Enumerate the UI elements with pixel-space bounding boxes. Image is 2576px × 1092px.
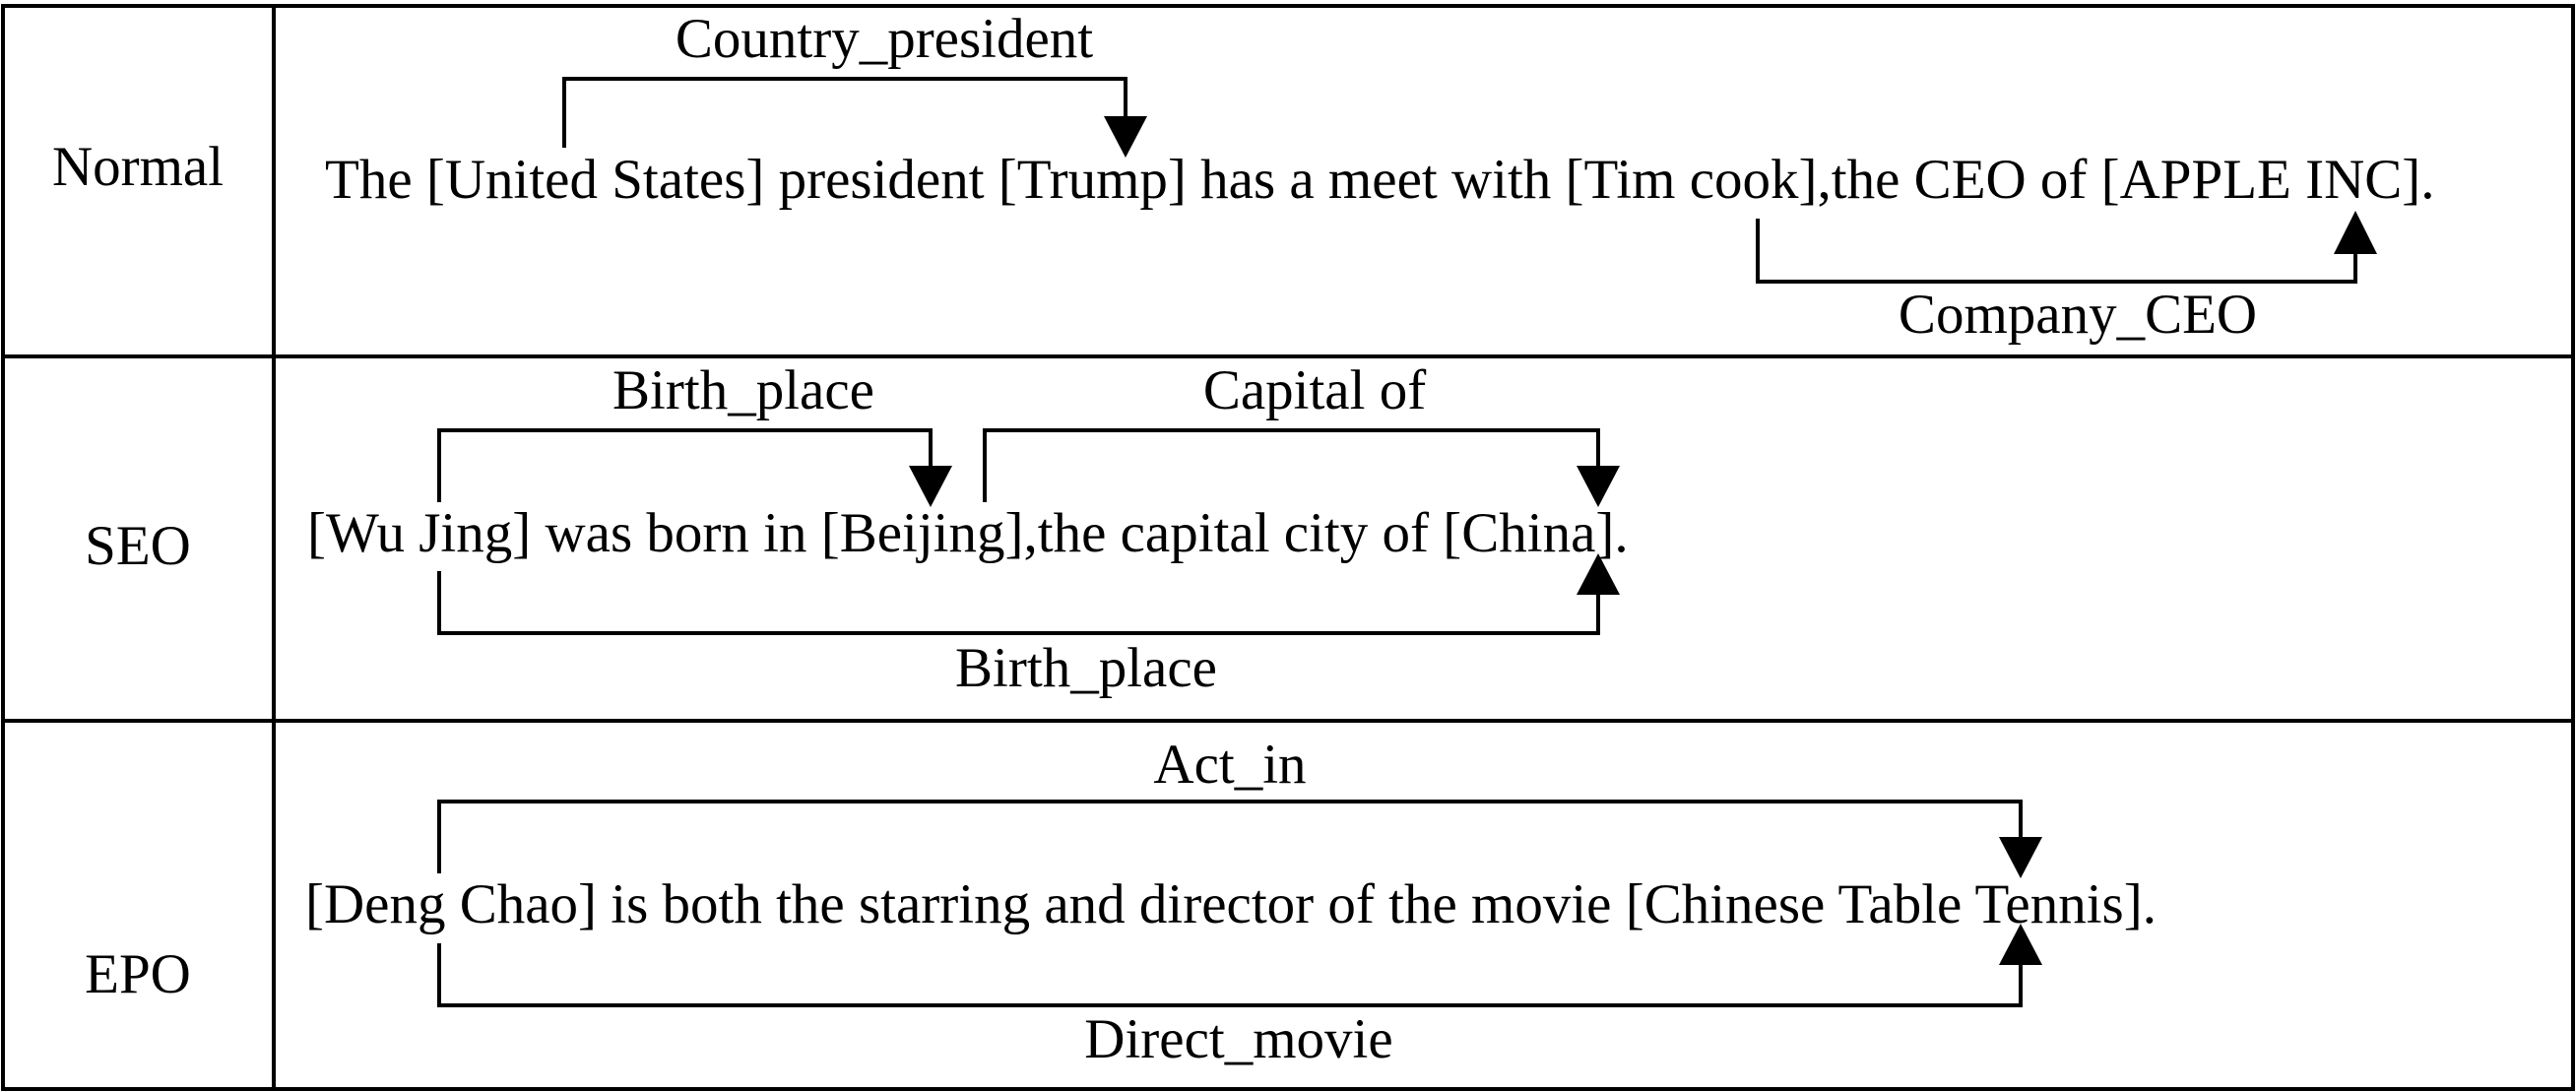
arrowhead-down [1104,116,1147,158]
arrowhead-up [1999,924,2042,965]
row-label-normal: Normal [52,136,224,198]
sentence-normal: The [United States] president [Trump] ha… [325,149,2434,211]
row-label-seo: SEO [85,515,191,577]
relation-arrow-direct-movie [437,943,2023,1007]
row-label-epo: EPO [85,943,191,1005]
sentence-epo: [Deng Chao] is both the starring and dir… [305,873,2157,935]
relation-arrow-act-in [437,800,2023,873]
sentence-seo: [Wu Jing] was born in [Beijing],the capi… [307,502,1629,564]
table-border [1,4,2575,1091]
row-seo: SEO [Wu Jing] was born in [Beijing],the … [85,359,1628,699]
relation-label-company-ceo: Company_CEO [1899,284,2257,346]
relation-label-country-president: Country_president [676,8,1093,70]
relation-label-birth-place-bottom: Birth_place [955,637,1217,699]
relation-label-birth-place-top: Birth_place [612,359,874,421]
arrowhead-down [1999,837,2042,878]
relation-arrow-capital-of [983,428,1600,502]
arrowhead-up [1577,553,1620,595]
arrowhead-up [2334,211,2377,254]
row-epo: EPO [Deng Chao] is both the starring and… [85,734,2157,1070]
arrowhead-down [1577,466,1620,507]
row-normal: Normal The [United States] president [Tr… [52,8,2435,346]
relation-arrow-company-ceo [1756,219,2357,284]
table-grid [1,4,2575,1091]
relation-arrow-country-president [562,77,1127,148]
arrowhead-down [909,466,952,507]
relation-label-direct-movie: Direct_movie [1084,1008,1392,1070]
relation-arrow-birth-place-bottom [437,571,1600,635]
relation-arrow-birth-place-top [437,428,933,502]
relation-label-capital-of: Capital of [1203,359,1426,421]
relation-label-act-in: Act_in [1153,734,1306,796]
